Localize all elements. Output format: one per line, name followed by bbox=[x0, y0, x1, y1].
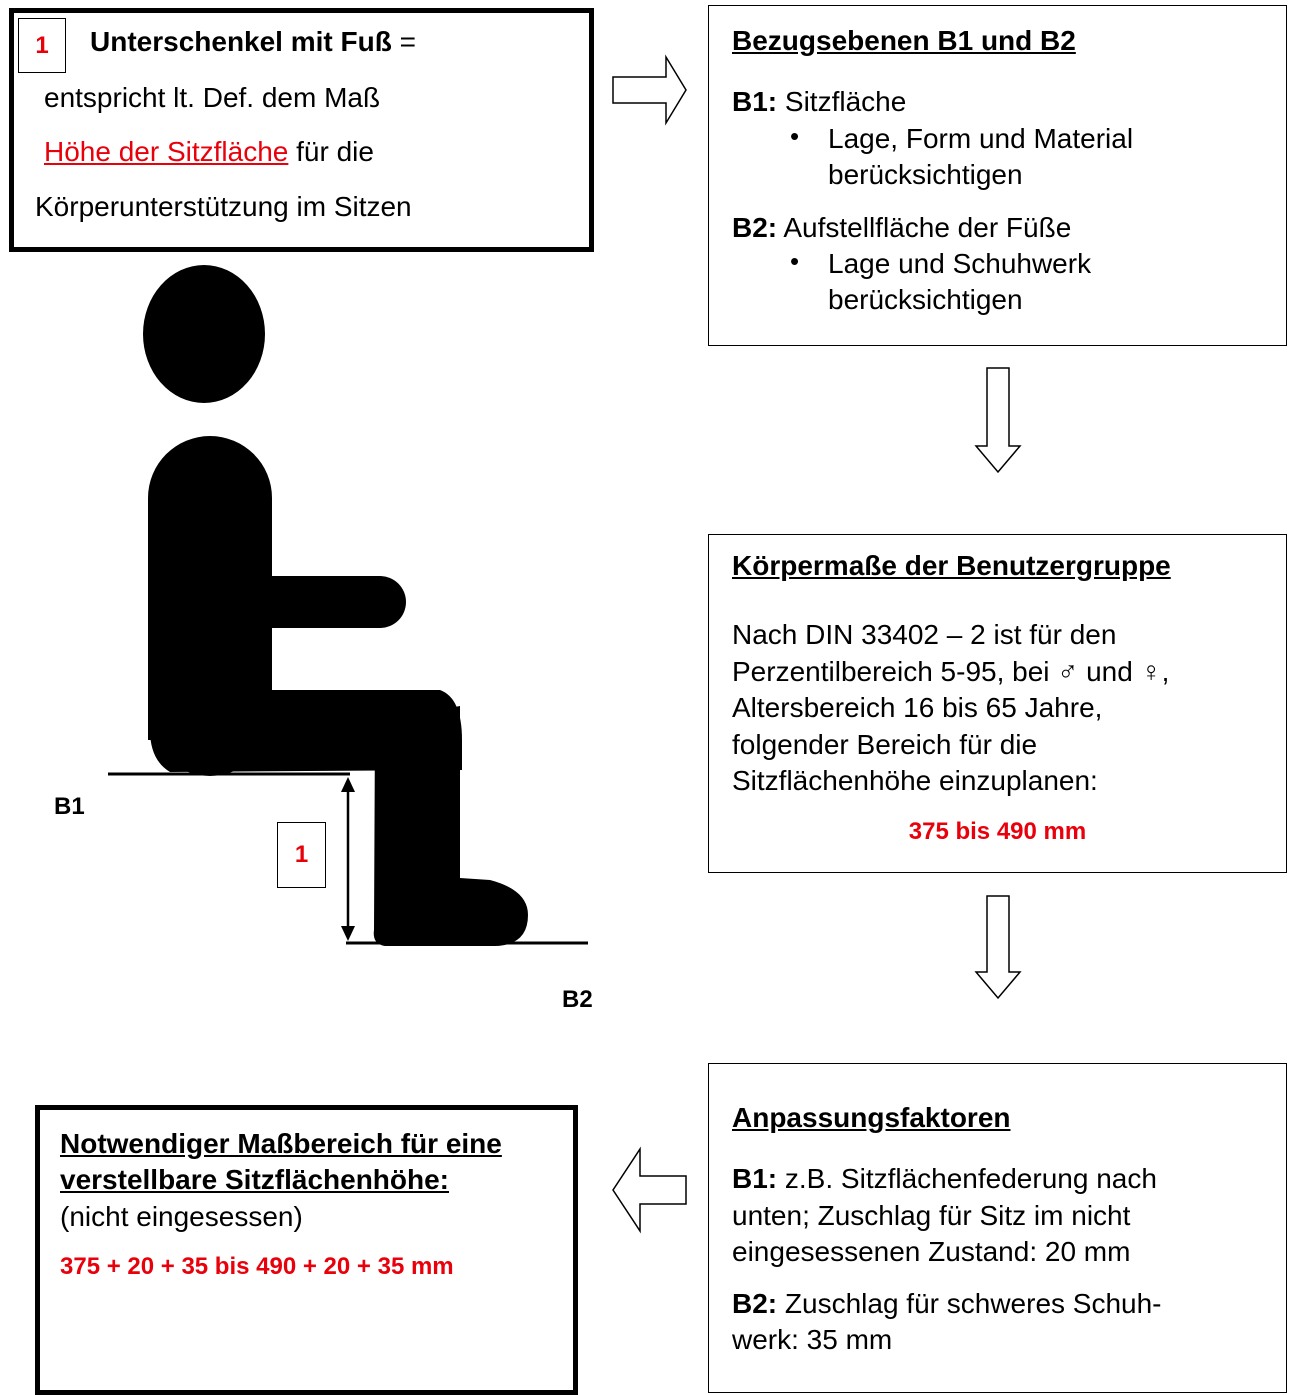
body-dimensions-line-3: Altersbereich 16 bis 65 Jahre, bbox=[732, 692, 1103, 724]
arrow-left-outline bbox=[612, 1146, 687, 1234]
adjustment-b2-line-1: Zuschlag für schweres Schuh- bbox=[777, 1287, 1162, 1319]
adjustment-b1-line-3: eingesessenen Zustand: 20 mm bbox=[732, 1236, 1131, 1268]
result-formula: 375 + 20 + 35 bis 490 + 20 + 35 mm bbox=[60, 1253, 454, 1281]
definition-line-3: Höhe der Sitzfläche für die bbox=[44, 134, 374, 170]
adjustment-factors-box: Anpassungsfaktoren B1: z.B. Sitzflächenf… bbox=[708, 1063, 1287, 1393]
adjustment-b1-line-2: unten; Zuschlag für Sitz im nicht bbox=[732, 1199, 1131, 1231]
b1-text: Sitzfläche bbox=[777, 86, 907, 118]
adjustment-b2-line-2: werk: 35 mm bbox=[732, 1323, 893, 1355]
b2-floor-line: B2: Aufstellfläche der Füße bbox=[732, 210, 1272, 246]
body-dimensions-heading: Körpermaße der Benutzergruppe bbox=[732, 550, 1171, 581]
b2-bullet-list: Lage und Schuhwerk berücksichtigen bbox=[732, 245, 1132, 319]
height-dimension-arrow bbox=[341, 777, 355, 941]
definition-line-3-rest: für die bbox=[288, 136, 374, 167]
b1-seat-line: B1: Sitzfläche bbox=[732, 84, 1272, 120]
definition-title: Unterschenkel mit Fuß bbox=[90, 26, 392, 57]
body-dimensions-line-1: Nach DIN 33402 – 2 ist für den bbox=[732, 619, 1117, 651]
definition-line-4: Körperunterstützung im Sitzen bbox=[35, 191, 412, 222]
b2-label: B2: bbox=[732, 211, 778, 243]
figure-lower-leg bbox=[373, 706, 528, 946]
b1-bullet-list: Lage, Form und Material berücksichtigen bbox=[732, 120, 1202, 194]
b2-bullet-item: Lage und Schuhwerk berücksichtigen bbox=[732, 245, 1132, 319]
adjustment-b1-line-1: z.B. Sitzflächenfederung nach bbox=[777, 1163, 1157, 1195]
reference-planes-heading: Bezugsebenen B1 und B2 bbox=[732, 25, 1076, 56]
arrow-down-outline-1 bbox=[974, 367, 1022, 474]
b1-label: B1: bbox=[732, 86, 778, 118]
seat-height-link[interactable]: Höhe der Sitzfläche bbox=[44, 136, 289, 167]
definition-badge: 1 bbox=[18, 18, 66, 73]
arrow-right-outline bbox=[612, 54, 687, 126]
body-dimensions-text: Nach DIN 33402 – 2 ist für den Perzentil… bbox=[732, 617, 1282, 799]
reference-planes-box: Bezugsebenen B1 und B2 B1: Sitzfläche La… bbox=[708, 5, 1287, 346]
seated-person-figure bbox=[143, 265, 528, 946]
adjustment-b1: B1: z.B. Sitzflächenfederung nach unten;… bbox=[732, 1161, 1282, 1270]
result-heading-line-1: Notwendiger Maßbereich für eine bbox=[60, 1128, 502, 1159]
figure-arm bbox=[240, 576, 406, 628]
definition-line-2: entspricht lt. Def. dem Maß bbox=[44, 82, 381, 113]
result-subtext: (nicht eingesessen) bbox=[60, 1200, 303, 1232]
definition-box bbox=[9, 8, 594, 252]
dimension-badge: 1 bbox=[277, 822, 326, 888]
b1-plane-label: B1 bbox=[54, 793, 85, 820]
b2-plane-label: B2 bbox=[562, 986, 593, 1013]
adjustment-b2-label: B2: bbox=[732, 1287, 778, 1319]
result-box: Notwendiger Maßbereich für eine verstell… bbox=[35, 1105, 578, 1395]
adjustment-heading: Anpassungsfaktoren bbox=[732, 1102, 1011, 1133]
arrow-down-outline-2 bbox=[974, 895, 1022, 1000]
adjustment-b1-label: B1: bbox=[732, 1163, 778, 1195]
body-dimensions-range: 375 bis 490 mm bbox=[908, 818, 1087, 845]
definition-line-1: Unterschenkel mit Fuß = bbox=[90, 24, 416, 60]
b2-text: Aufstellfläche der Füße bbox=[777, 211, 1072, 243]
adjustment-b2: B2: Zuschlag für schweres Schuh- werk: 3… bbox=[732, 1286, 1282, 1359]
body-dimensions-line-4: folgender Bereich für die bbox=[732, 728, 1038, 760]
figure-head bbox=[143, 265, 265, 403]
definition-equals: = bbox=[391, 26, 416, 57]
result-heading-line-2: verstellbare Sitzflächenhöhe: bbox=[60, 1164, 450, 1196]
body-dimensions-line-2: Perzentilbereich 5-95, bei ♂ und ♀, bbox=[732, 655, 1170, 687]
body-dimensions-line-5: Sitzflächenhöhe einzuplanen: bbox=[732, 764, 1098, 796]
body-dimensions-box: Körpermaße der Benutzergruppe Nach DIN 3… bbox=[708, 534, 1287, 873]
b1-bullet-item: Lage, Form und Material berücksichtigen bbox=[732, 120, 1202, 194]
